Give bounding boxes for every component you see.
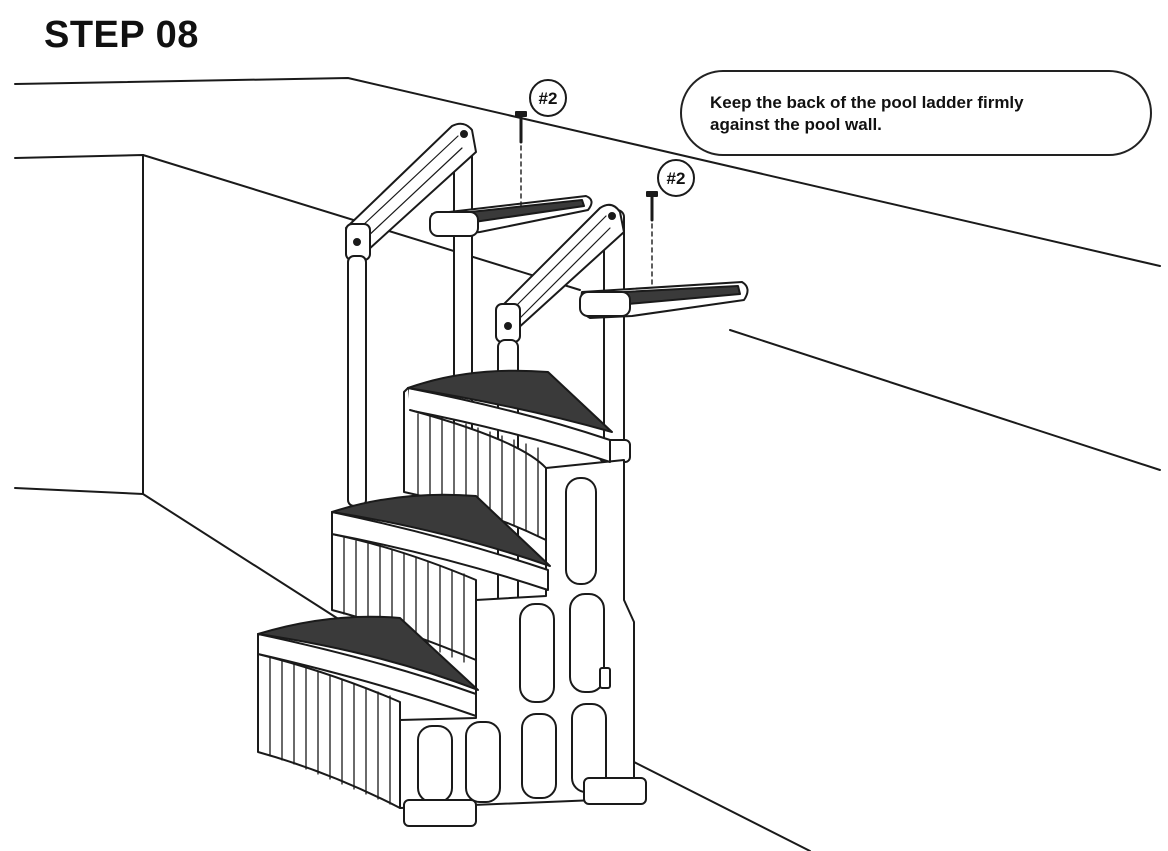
side-support-frame — [399, 459, 635, 809]
instruction-note-line-2: against the pool wall. — [710, 115, 882, 134]
callout-label-back: #2 — [539, 89, 558, 108]
screw-icon — [646, 191, 658, 222]
instruction-note: Keep the back of the pool ladder firmly … — [680, 70, 1152, 156]
callout-screw-back: #2 — [515, 79, 567, 207]
screw-icon — [515, 111, 527, 144]
step-title: STEP 08 — [44, 14, 199, 56]
front-wall-bracket — [579, 281, 749, 319]
callout-label-front: #2 — [667, 169, 686, 188]
ladder-feet — [403, 777, 647, 827]
back-wall-bracket — [429, 195, 593, 237]
ladder-step-top — [403, 369, 613, 541]
instruction-note-line-1: Keep the back of the pool ladder firmly — [710, 93, 1024, 112]
callout-screw-front: #2 — [646, 159, 695, 289]
ladder-step-middle — [331, 493, 551, 663]
pool-wall-outline — [14, 77, 1161, 851]
ladder-step-bottom — [257, 615, 479, 809]
